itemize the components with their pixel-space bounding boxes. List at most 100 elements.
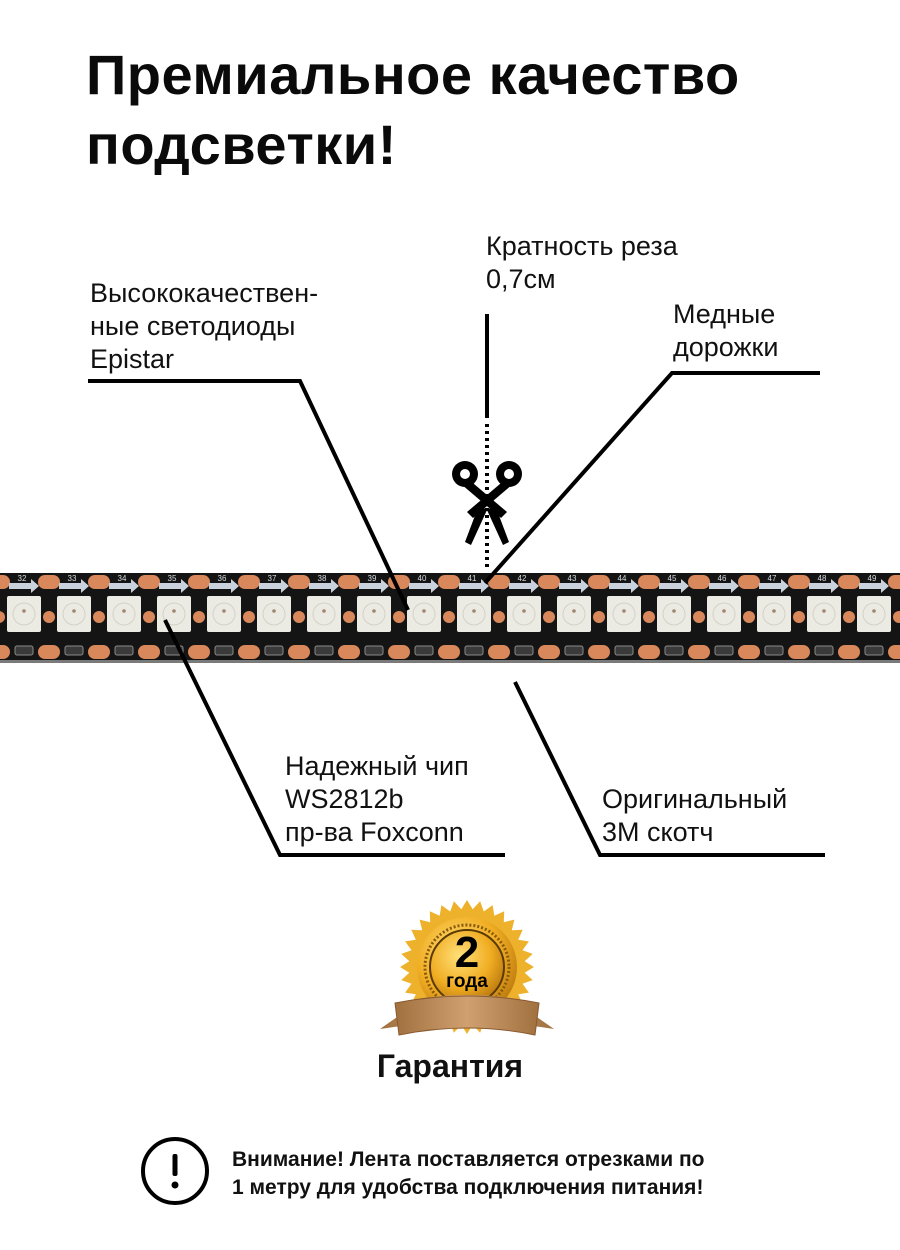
- copper-dot: [743, 611, 755, 623]
- led-lens: [312, 602, 336, 626]
- copper-dot: [343, 611, 355, 623]
- smd-component: [464, 645, 484, 656]
- led-number: 37: [268, 574, 277, 583]
- callout-tape: Оригинальный 3M скотч: [602, 783, 787, 849]
- copper-dot: [193, 611, 205, 623]
- led-number: 46: [718, 574, 727, 583]
- direction-arrow-icon: [59, 579, 89, 593]
- copper-dot: [443, 611, 455, 623]
- led-number: 49: [868, 574, 877, 583]
- led-die: [122, 609, 126, 613]
- copper-dot: [393, 611, 405, 623]
- copper-pad: [488, 575, 510, 589]
- copper-dot: [243, 611, 255, 623]
- direction-arrow-icon: [109, 579, 139, 593]
- direction-arrow-icon: [809, 579, 839, 593]
- smd-component: [414, 645, 434, 656]
- direction-arrow-icon: [659, 579, 689, 593]
- callout-chip-line-3: пр-ва Foxconn: [285, 817, 464, 847]
- led-number: 36: [218, 574, 227, 583]
- smd-component: [764, 645, 784, 656]
- copper-pad: [888, 575, 900, 589]
- led-lens: [562, 602, 586, 626]
- direction-arrow-icon: [209, 579, 239, 593]
- led-number: 34: [118, 574, 127, 583]
- smd-component: [514, 645, 534, 656]
- direction-arrow-icon: [559, 579, 589, 593]
- copper-dot: [0, 611, 5, 623]
- callout-chip-line-1: Надежный чип: [285, 751, 469, 781]
- copper-dot: [493, 611, 505, 623]
- led-die: [172, 609, 176, 613]
- warranty-label: Гарантия: [376, 1048, 524, 1084]
- direction-arrow-icon: [159, 579, 189, 593]
- strip-edge: [0, 660, 900, 663]
- copper-pad: [88, 575, 110, 589]
- led-number: 40: [418, 574, 427, 583]
- smd-component: [864, 645, 884, 656]
- copper-pad: [788, 645, 810, 659]
- led-number: 42: [518, 574, 527, 583]
- leader-line-copper: [483, 371, 820, 585]
- copper-pad: [188, 575, 210, 589]
- copper-pad: [738, 645, 760, 659]
- direction-arrow-icon: [509, 579, 539, 593]
- smd-component: [14, 645, 34, 656]
- led-number: 39: [368, 574, 377, 583]
- copper-pad: [88, 645, 110, 659]
- led-die: [422, 609, 426, 613]
- copper-pad: [0, 575, 10, 589]
- led-chip: [707, 596, 741, 632]
- led-chip: [857, 596, 891, 632]
- led-chip: [307, 596, 341, 632]
- copper-pad: [238, 645, 260, 659]
- direction-arrow-icon: [709, 579, 739, 593]
- copper-dot: [693, 611, 705, 623]
- callout-chip: Надежный чип WS2812b пр-ва Foxconn: [285, 750, 469, 849]
- direction-arrow-icon: [609, 579, 639, 593]
- copper-pad: [0, 645, 10, 659]
- smd-component: [564, 645, 584, 656]
- led-lens: [162, 602, 186, 626]
- led-lens: [512, 602, 536, 626]
- led-chip: [657, 596, 691, 632]
- copper-pad: [488, 645, 510, 659]
- led-die: [672, 609, 676, 613]
- led-die: [822, 609, 826, 613]
- smd-component: [314, 645, 334, 656]
- led-lens: [612, 602, 636, 626]
- callout-cut-line-1: Кратность реза: [486, 231, 678, 261]
- led-chip: [257, 596, 291, 632]
- copper-dot: [843, 611, 855, 623]
- copper-pad: [888, 645, 900, 659]
- title-line-2: подсветки!: [86, 113, 397, 176]
- callout-copper-line-2: дорожки: [673, 332, 779, 362]
- led-lens: [862, 602, 886, 626]
- callout-leds-line-3: Epistar: [90, 344, 175, 374]
- led-number: 48: [818, 574, 827, 583]
- callout-cut-pitch: Кратность реза 0,7см: [486, 230, 678, 296]
- led-chip: [207, 596, 241, 632]
- direction-arrow-icon: [309, 579, 339, 593]
- copper-pad: [738, 575, 760, 589]
- direction-arrow-icon: [409, 579, 439, 593]
- led-chip: [57, 596, 91, 632]
- callout-leds-line-2: ные светодиоды: [90, 311, 296, 341]
- led-number: 35: [168, 574, 177, 583]
- led-lens: [662, 602, 686, 626]
- smd-component: [364, 645, 384, 656]
- led-die: [572, 609, 576, 613]
- smd-component: [264, 645, 284, 656]
- page-title: Премиальное качество подсветки!: [86, 40, 740, 180]
- copper-dot: [793, 611, 805, 623]
- notice-line-2: 1 метру для удобства подключения питания…: [232, 1176, 704, 1199]
- led-chip: [107, 596, 141, 632]
- copper-pad: [438, 645, 460, 659]
- copper-pad: [588, 645, 610, 659]
- led-die: [622, 609, 626, 613]
- led-die: [222, 609, 226, 613]
- leader-line-leds: [88, 379, 410, 611]
- led-lens: [812, 602, 836, 626]
- led-die: [522, 609, 526, 613]
- direction-arrow-icon: [859, 579, 889, 593]
